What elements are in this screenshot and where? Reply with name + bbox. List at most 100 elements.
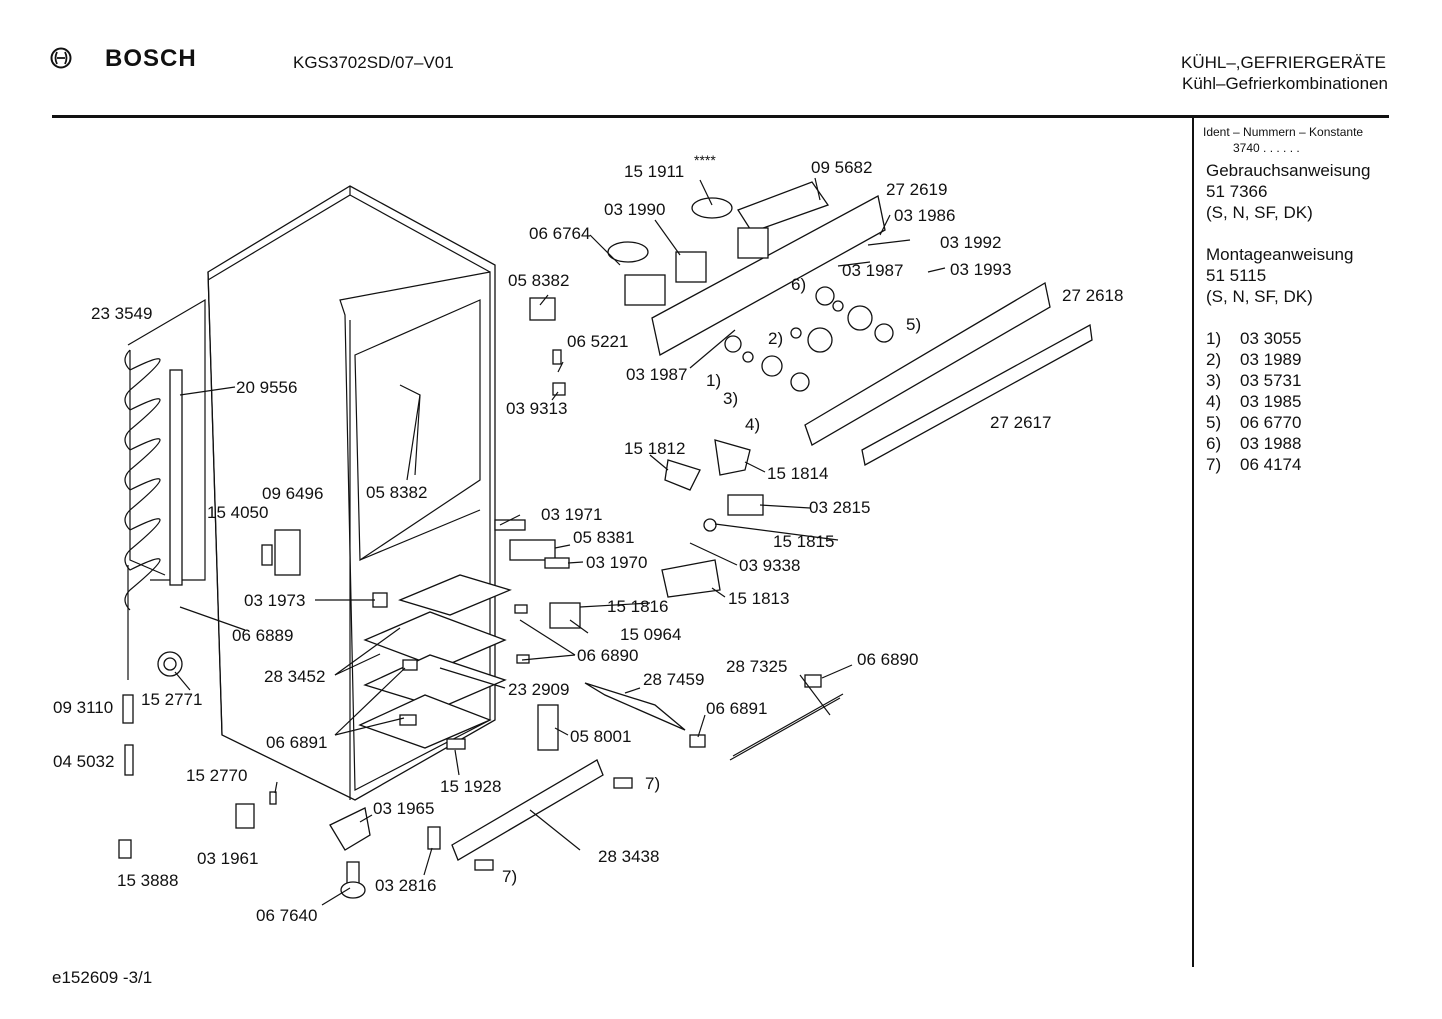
category-subtitle: Kühl–Gefrierkombinationen [1181, 74, 1388, 93]
legend-key: 5) [1206, 413, 1222, 432]
part-label: 03 1961 [197, 849, 259, 868]
model-number: KGS3702SD/07–V01 [293, 53, 454, 72]
leader-lines [174, 177, 946, 906]
part-label: 23 2909 [508, 680, 570, 699]
part-callout: 4) [745, 415, 761, 434]
part-label: 03 2816 [375, 876, 437, 895]
legend-row: 5) 06 6770 [1206, 413, 1301, 433]
part-callout: 3) [723, 389, 739, 408]
assembly-languages: (S, N, SF, DK) [1206, 287, 1313, 306]
assembly-title: Montageanweisung [1206, 245, 1354, 264]
header-divider [52, 115, 1389, 118]
sidebar-divider [1192, 117, 1194, 967]
legend-value: 03 1988 [1240, 434, 1302, 453]
part-label: 09 3110 [53, 698, 114, 717]
part-label: 09 6496 [262, 484, 324, 503]
part-callout: 1) [706, 371, 722, 390]
legend-value: 06 6770 [1240, 413, 1302, 432]
brand-name: BOSCH [105, 45, 197, 72]
part-label: 15 1812 [624, 439, 686, 458]
condenser-coil [124, 298, 206, 680]
part-label: 15 1816 [607, 597, 669, 616]
part-label: 28 3438 [598, 847, 660, 866]
legend-row: 4) 03 1985 [1206, 392, 1301, 412]
part-label: 28 7325 [726, 657, 788, 676]
legend-row: 1) 03 3055 [1206, 329, 1301, 349]
part-label: 03 2815 [809, 498, 871, 517]
part-label: 15 1813 [728, 589, 790, 608]
part-callout: 7) [645, 774, 661, 793]
part-label: 03 1973 [244, 591, 306, 610]
part-label: 05 8382 [508, 271, 570, 290]
legend-key: 6) [1206, 434, 1222, 453]
part-label: 15 1814 [767, 464, 829, 483]
small-parts [118, 297, 844, 899]
part-label: 03 1990 [604, 200, 666, 219]
part-label: 06 6891 [706, 699, 768, 718]
part-label: 04 5032 [53, 752, 115, 771]
part-label: 05 8382 [366, 483, 428, 502]
bosch-logo-icon [50, 47, 72, 69]
part-label: 15 2771 [141, 690, 203, 709]
legend-key: 4) [1206, 392, 1222, 411]
part-label: 15 2770 [186, 766, 248, 785]
category-title: KÜHL–,GEFRIERGERÄTE [1181, 53, 1386, 72]
part-label: 06 7640 [256, 906, 318, 925]
legend-key: 3) [1206, 371, 1222, 390]
legend-key: 2) [1206, 350, 1222, 369]
part-label: 15 3888 [117, 871, 179, 890]
assembly-number: 51 5115 [1206, 266, 1267, 285]
part-label: 28 3452 [264, 667, 326, 686]
ident-label: Ident – Nummern – Konstante [1203, 125, 1364, 139]
legend-value: 03 3055 [1240, 329, 1302, 348]
part-label: 23 3549 [91, 304, 153, 323]
part-callout: 7) [502, 867, 518, 886]
part-label: 27 2619 [886, 180, 948, 199]
part-label: 03 1986 [894, 206, 956, 225]
part-label: 03 1970 [586, 553, 648, 572]
part-label: 03 1987 [842, 261, 904, 280]
part-label: 03 1993 [950, 260, 1012, 279]
part-label: 06 6890 [577, 646, 639, 665]
part-label: 06 6890 [857, 650, 919, 669]
shelves [358, 574, 512, 749]
manual-title: Gebrauchsanweisung [1206, 161, 1371, 180]
legend-row: 3) 03 5731 [1206, 371, 1301, 391]
legend-value: 03 1985 [1240, 392, 1302, 411]
part-label: 27 2617 [990, 413, 1052, 432]
part-label: 05 8381 [573, 528, 635, 547]
part-label: 03 9338 [739, 556, 801, 575]
legend-row: 2) 03 1989 [1206, 350, 1301, 370]
part-label: 06 6764 [529, 224, 591, 243]
part-label: 03 1965 [373, 799, 435, 818]
legend-value: 03 5731 [1240, 371, 1302, 390]
legend-key: 1) [1206, 329, 1222, 348]
part-label: 03 9313 [506, 399, 568, 418]
part-label: 27 2618 [1062, 286, 1124, 305]
manual-number: 51 7366 [1206, 182, 1268, 201]
part-label: 20 9556 [236, 378, 298, 397]
part-callout: 5) [906, 315, 922, 334]
part-label: 06 6889 [232, 626, 294, 645]
legend-value: 06 4174 [1240, 455, 1302, 474]
part-callout: 6) [791, 275, 807, 294]
part-label: 28 7459 [643, 670, 705, 689]
legend-row: 7) 06 4174 [1206, 455, 1301, 475]
legend-row: 6) 03 1988 [1206, 434, 1301, 454]
ident-value: 3740 . . . . . . [1233, 141, 1300, 155]
part-label: 05 8001 [570, 727, 632, 746]
manual-languages: (S, N, SF, DK) [1206, 203, 1313, 222]
document-code: e152609 -3/1 [52, 968, 153, 987]
part-label: 03 1987 [626, 365, 688, 384]
part-label: 03 1971 [541, 505, 603, 524]
part-label: 15 1928 [440, 777, 502, 796]
part-label: 06 6891 [266, 733, 328, 752]
legend-value: 03 1989 [1240, 350, 1302, 369]
part-note-marker: **** [694, 152, 716, 168]
legend-key: 7) [1206, 455, 1222, 474]
part-callout: 2) [768, 329, 784, 348]
exploded-view-drawing [118, 177, 1093, 906]
control-panel [607, 181, 1093, 466]
part-label: 03 1992 [940, 233, 1002, 252]
part-label: 06 5221 [567, 332, 629, 351]
